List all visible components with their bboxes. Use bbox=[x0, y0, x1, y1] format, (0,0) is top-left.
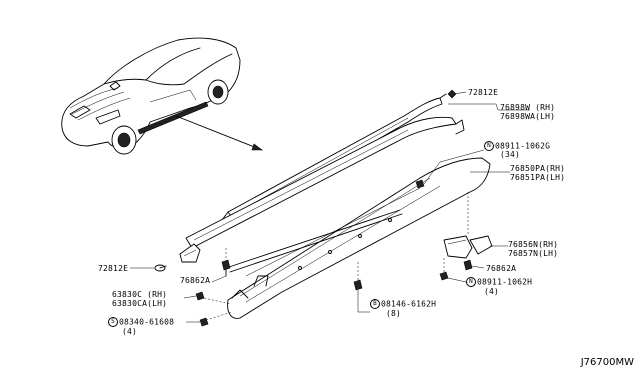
front-bracket bbox=[179, 243, 201, 263]
label-76898WA-lh: 76898WA(LH) bbox=[500, 112, 556, 121]
rivet-63830C bbox=[195, 291, 205, 301]
ref-n-symbol: N bbox=[466, 277, 476, 287]
label-76856N-rh: 76856N(RH) bbox=[508, 240, 559, 249]
label-76898W-rh: 76898W (RH) bbox=[500, 103, 556, 112]
car-illustration bbox=[61, 37, 241, 155]
label-08340-61608-qty: (4) bbox=[122, 327, 138, 336]
clip-72812E-top bbox=[447, 89, 457, 99]
screw-08340-61608 bbox=[199, 317, 209, 327]
side-sill-protector bbox=[227, 157, 491, 319]
clip-76862A-right bbox=[463, 259, 473, 271]
bolt-08146-6162H bbox=[353, 279, 363, 291]
clip-76862A-left bbox=[221, 259, 231, 277]
long-cover-strip bbox=[185, 116, 465, 249]
leader-lines bbox=[130, 91, 530, 323]
ref-n-symbol: N bbox=[484, 141, 494, 151]
label-76850PA-rh: 76850PA(RH) bbox=[510, 164, 566, 173]
label-63830CA-lh: 63830CA(LH) bbox=[112, 299, 168, 308]
ref-b-symbol: B bbox=[370, 299, 380, 309]
label-76862A-right: 76862A bbox=[486, 264, 517, 273]
label-63830C-rh: 63830C (RH) bbox=[112, 290, 168, 299]
nut-08911-1062G bbox=[415, 179, 425, 189]
rear-bracket bbox=[443, 235, 493, 259]
label-72812E-top: 72812E bbox=[468, 88, 499, 97]
diagram-code: J76700MW bbox=[580, 357, 634, 368]
ref-s-symbol: S bbox=[108, 317, 118, 327]
label-76862A-left: 76862A bbox=[180, 276, 211, 285]
clip-72812E-left bbox=[154, 264, 167, 272]
label-76857N-lh: 76857N(LH) bbox=[508, 249, 559, 258]
label-72812E-left: 72812E bbox=[98, 264, 129, 273]
label-08911-1062H-qty: (4) bbox=[484, 287, 500, 296]
label-08146-6162H-qty: (8) bbox=[386, 309, 402, 318]
label-08911-1062G-qty: (34) bbox=[500, 150, 521, 159]
label-76851PA-lh: 76851PA(LH) bbox=[510, 173, 566, 182]
nut-08911-1062H bbox=[439, 271, 449, 281]
